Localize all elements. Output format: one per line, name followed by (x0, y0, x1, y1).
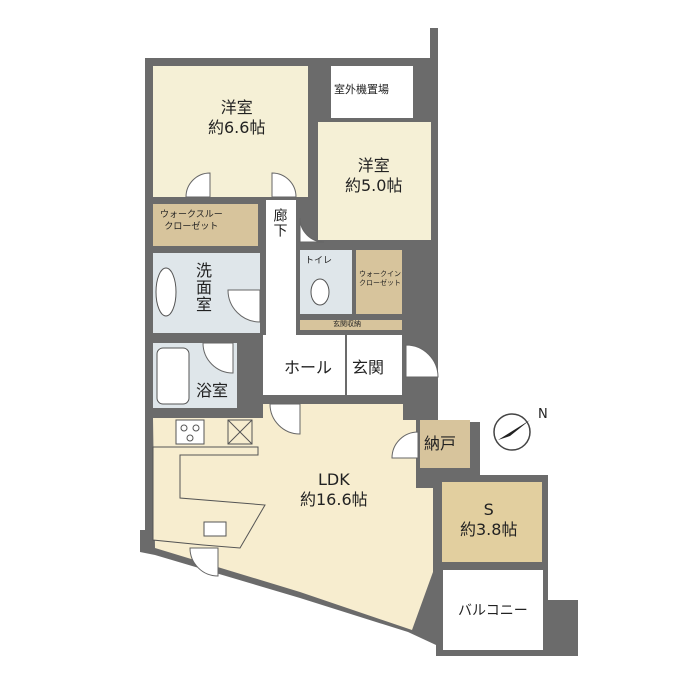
western-room-b-label: 洋室 約5.0帖 (345, 156, 402, 196)
storage-label: 納戸 (424, 434, 457, 453)
corridor-lower-floor (266, 255, 296, 345)
western-room-b-floor (318, 122, 431, 240)
door-swing (271, 172, 297, 198)
entrance-label: 玄関 (352, 358, 385, 377)
door-swing (227, 289, 261, 323)
toilet-bowl-icon (310, 278, 330, 306)
western-room-b-name: 洋室 (357, 156, 390, 175)
western-room-b-size: 約5.0帖 (345, 176, 403, 195)
walk-through-closet-line-1: ウォークスルー (160, 210, 223, 220)
western-room-a-label: 洋室 約6.6帖 (208, 98, 265, 138)
s-room-name: S (483, 500, 494, 519)
walk-through-closet-label: ウォークスルー クローゼット (160, 209, 223, 233)
outdoor-unit-floor (331, 66, 413, 118)
door-swing (405, 344, 439, 378)
s-room-floor (442, 482, 542, 562)
door-swing (189, 547, 219, 577)
ldk-name: LDK (317, 470, 350, 489)
door-swing (299, 217, 325, 243)
bathtub (156, 347, 190, 405)
western-room-a-name: 洋室 (220, 98, 253, 117)
compass-ring (493, 413, 531, 451)
ldk-size: 約16.6帖 (300, 490, 368, 509)
compass-north-label: N (538, 407, 548, 422)
kitchen-counter (152, 446, 266, 549)
outdoor-unit-label: 室外機置場 (334, 83, 389, 96)
door-swing (202, 342, 234, 374)
walk-in-closet-label: ウォークイン クローゼット (359, 270, 401, 288)
toilet-label: トイレ (305, 256, 333, 266)
basin-icon (155, 267, 177, 317)
ldk-floor (153, 404, 433, 630)
balcony-label: バルコニー (458, 603, 528, 619)
burner-icon (180, 424, 188, 432)
fridge-space-icon (227, 419, 253, 445)
kitchen-sink-icon (203, 521, 227, 537)
entrance-floor (347, 335, 402, 395)
door-swing (269, 403, 301, 435)
hall-label: ホール (284, 358, 333, 377)
s-room-size: 約3.8帖 (460, 520, 518, 539)
fridge-cross-line (227, 419, 253, 445)
door-swing (391, 431, 419, 459)
burner-icon (186, 434, 194, 442)
s-room-label: S 約3.8帖 (460, 500, 517, 540)
entrance-storage-label: 玄関収納 (333, 320, 361, 328)
compass-arrow (498, 420, 530, 440)
corridor-floor (266, 200, 296, 255)
ldk-label: LDK 約16.6帖 (300, 470, 368, 510)
stove-icon (175, 419, 205, 445)
walk-in-closet-floor (356, 250, 402, 314)
walk-in-closet-line-2: クローゼット (359, 278, 401, 287)
walk-in-closet-line-1: ウォークイン (359, 270, 401, 278)
balcony-floor (443, 570, 543, 650)
storage-floor (420, 420, 470, 468)
hall-floor (263, 335, 345, 395)
bathroom-label: 浴室 (196, 381, 229, 400)
entrance-storage-floor (300, 320, 402, 330)
western-room-a-size: 約6.6帖 (208, 118, 266, 137)
walk-through-closet-line-2: クローゼット (164, 222, 219, 233)
walk-through-closet-floor (153, 204, 258, 246)
burner-icon (192, 424, 200, 432)
corridor-label: 廊下 (271, 208, 288, 238)
door-swing (185, 172, 211, 198)
washroom-label: 洗面室 (193, 262, 212, 313)
